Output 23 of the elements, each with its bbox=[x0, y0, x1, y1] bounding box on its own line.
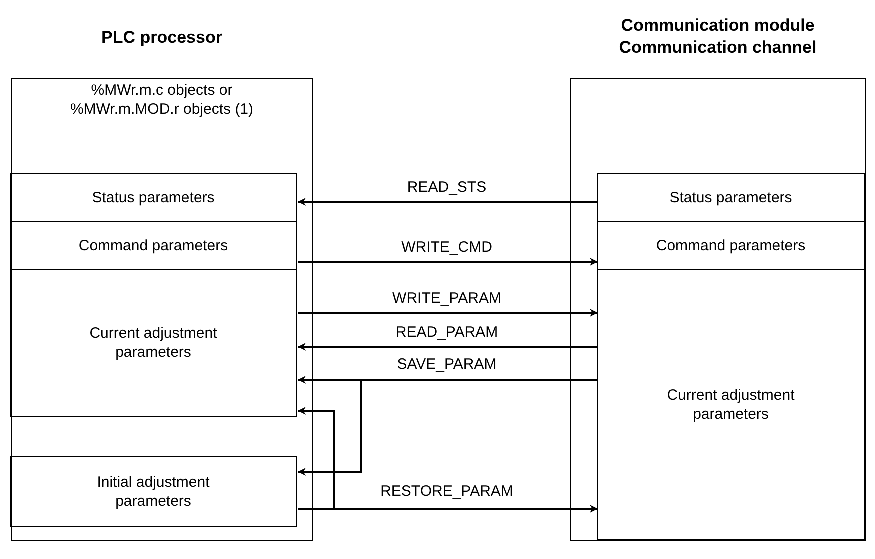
parameter-label: Command parameters bbox=[655, 236, 807, 255]
arrow bbox=[298, 309, 598, 317]
parameter-box bbox=[597, 221, 865, 270]
parameter-label: Current adjustment parameters bbox=[666, 386, 796, 424]
parameter-label: Status parameters bbox=[668, 188, 794, 207]
object-label: %MWr.m.c objects or %MWr.m.MOD.r objects (1) bbox=[69, 81, 255, 119]
parameter-box bbox=[10, 221, 297, 270]
parameter-label: Status parameters bbox=[91, 188, 216, 207]
parameter-box bbox=[10, 269, 297, 417]
parameter-box bbox=[597, 173, 865, 222]
parameter-box bbox=[597, 269, 865, 540]
arrow bbox=[298, 258, 598, 266]
panel-heading: Communication module Communication channel bbox=[618, 15, 818, 59]
arrow bbox=[298, 407, 335, 510]
parameter-label: Command parameters bbox=[78, 236, 230, 255]
panel-heading: PLC processor bbox=[100, 27, 224, 49]
arrow bbox=[298, 343, 598, 351]
parameter-box bbox=[10, 173, 297, 222]
parameter-box bbox=[10, 456, 297, 527]
arrow bbox=[298, 198, 598, 206]
parameter-label: Current adjustment parameters bbox=[88, 324, 218, 362]
parameter-label: Initial adjustment parameters bbox=[96, 472, 211, 510]
arrow bbox=[298, 379, 598, 476]
